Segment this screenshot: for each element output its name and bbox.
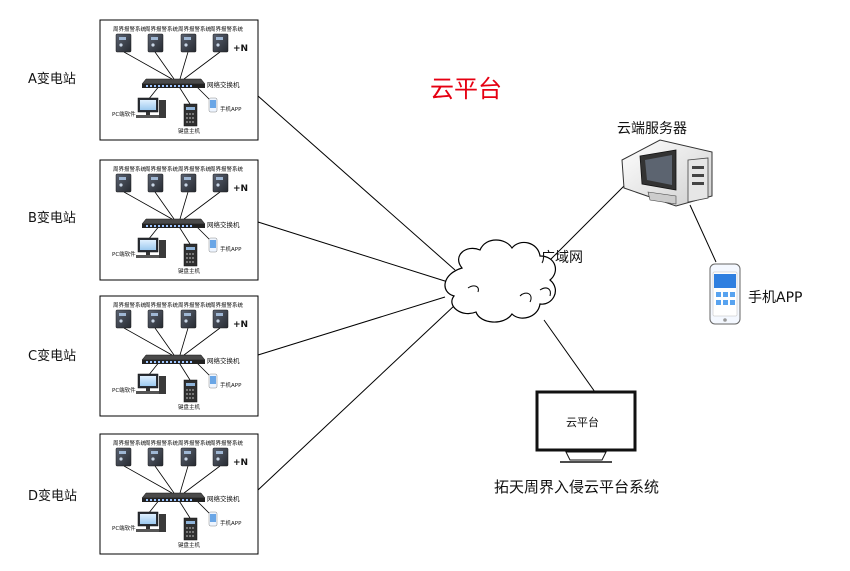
- system-label: 拓天周界入侵云平台系统: [494, 478, 659, 496]
- link-station-d: [257, 304, 456, 491]
- station-d-label: D变电站: [28, 488, 77, 504]
- keyboard-label: 键盘主机: [178, 267, 201, 275]
- link-phone: [689, 204, 717, 263]
- device-label: 周界报警系统: [113, 25, 147, 33]
- link-station-b: [257, 221, 449, 283]
- device-label: 周界报警系统: [145, 165, 179, 173]
- device-label: 周界报警系统: [178, 439, 212, 447]
- cloud-icon: [444, 239, 557, 323]
- pc-label: PC端软件: [112, 524, 136, 532]
- link-server: [547, 177, 633, 263]
- device-label: 周界报警系统: [178, 301, 212, 309]
- monitor-icon: [535, 390, 637, 463]
- station-a-label: A变电站: [28, 71, 76, 87]
- wan-label: 广域网: [541, 250, 583, 266]
- device-label: 周界报警系统: [145, 301, 179, 309]
- switch-label: 网络交换机: [207, 220, 240, 229]
- phone-app-label: 手机APP: [220, 245, 242, 253]
- station-d: 周界报警系统 周界报警系统 周界报警系统 周界报警系统 +N 网络交换机 PC端…: [99, 433, 259, 555]
- plus-n-label: +N: [233, 320, 248, 330]
- pc-label: PC端软件: [112, 110, 136, 118]
- station-b-label: B变电站: [28, 210, 76, 226]
- device-label: 周界报警系统: [210, 301, 244, 309]
- pc-label: PC端软件: [112, 250, 136, 258]
- phone-icon: [709, 263, 741, 325]
- device-label: 周界报警系统: [210, 165, 244, 173]
- cloud-curl-icon: [539, 287, 551, 297]
- device-label: 周界报警系统: [113, 439, 147, 447]
- cloud-curl-icon: [467, 285, 479, 293]
- device-label: 周界报警系统: [145, 439, 179, 447]
- plus-n-label: +N: [233, 184, 248, 194]
- link-station-a: [257, 95, 456, 271]
- pc-label: PC端软件: [112, 386, 136, 394]
- switch-label: 网络交换机: [207, 80, 240, 89]
- phone-app-label: 手机APP: [220, 105, 242, 113]
- device-label: 周界报警系统: [178, 165, 212, 173]
- keyboard-label: 键盘主机: [178, 127, 201, 135]
- monitor-label: 云平台: [566, 415, 599, 429]
- device-label: 周界报警系统: [113, 165, 147, 173]
- link-station-c: [257, 296, 446, 356]
- cloud-curl-icon: [519, 292, 532, 303]
- server-label: 云端服务器: [617, 121, 687, 137]
- device-label: 周界报警系统: [145, 25, 179, 33]
- phone-app-title: 手机APP: [748, 290, 802, 306]
- device-label: 周界报警系统: [210, 25, 244, 33]
- keyboard-label: 键盘主机: [178, 541, 201, 549]
- station-a: 周界报警系统 周界报警系统 周界报警系统 周界报警系统 +N 网络交换机 PC端…: [99, 19, 259, 141]
- station-c: 周界报警系统 周界报警系统 周界报警系统 周界报警系统 +N 网络交换机 PC端…: [99, 295, 259, 417]
- server-icon: [621, 139, 713, 207]
- keyboard-label: 键盘主机: [178, 403, 201, 411]
- device-label: 周界报警系统: [113, 301, 147, 309]
- plus-n-label: +N: [233, 458, 248, 468]
- plus-n-label: +N: [233, 44, 248, 54]
- device-label: 周界报警系统: [178, 25, 212, 33]
- switch-label: 网络交换机: [207, 494, 240, 503]
- switch-label: 网络交换机: [207, 356, 240, 365]
- page-title: 云平台: [430, 75, 502, 103]
- station-c-label: C变电站: [28, 348, 76, 364]
- station-b: 周界报警系统 周界报警系统 周界报警系统 周界报警系统 +N 网络交换机 PC端…: [99, 159, 259, 281]
- device-label: 周界报警系统: [210, 439, 244, 447]
- phone-app-label: 手机APP: [220, 519, 242, 527]
- phone-app-label: 手机APP: [220, 381, 242, 389]
- link-monitor: [543, 319, 596, 393]
